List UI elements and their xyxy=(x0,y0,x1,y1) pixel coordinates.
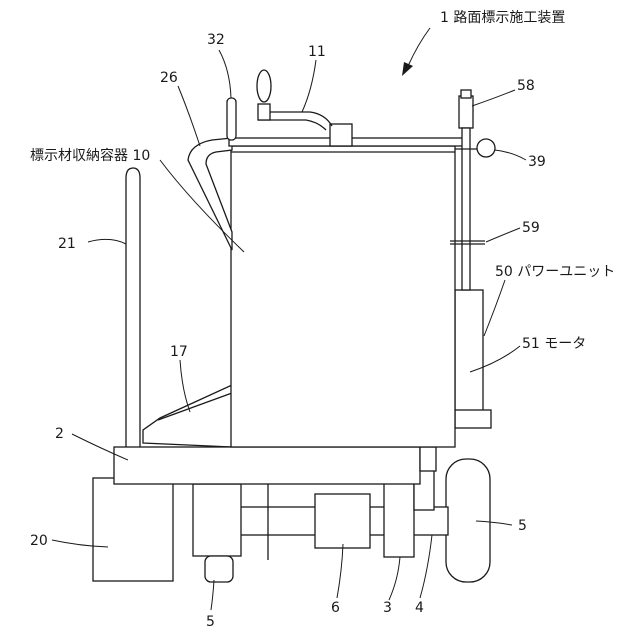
box-20 xyxy=(93,478,173,581)
label-6: 6 xyxy=(331,600,340,616)
label-container-10: 標示材収納容器 10 xyxy=(30,147,150,164)
label-39: 39 xyxy=(528,154,546,170)
knob-39 xyxy=(477,139,495,157)
label-4: 4 xyxy=(415,600,424,616)
crank-knob xyxy=(257,70,271,102)
handle-21 xyxy=(126,168,140,447)
label-32: 32 xyxy=(207,32,225,48)
label-motor-51: 51 モータ xyxy=(522,336,586,352)
leader-5-bottom xyxy=(211,580,214,610)
column-shaft xyxy=(462,128,470,290)
leader-21 xyxy=(88,239,126,244)
leader-6 xyxy=(337,544,343,598)
leader-39 xyxy=(495,150,526,160)
leader-58 xyxy=(472,90,515,106)
frame-2 xyxy=(114,447,420,484)
device-leader xyxy=(408,28,430,66)
motor-base xyxy=(455,410,491,428)
chute-17 xyxy=(143,385,232,447)
power-unit-50 xyxy=(455,290,483,412)
label-21: 21 xyxy=(58,236,76,252)
caster-mount xyxy=(193,484,241,556)
label-11: 11 xyxy=(308,44,326,60)
container-10 xyxy=(231,146,455,447)
label-5-bottom: 5 xyxy=(206,614,215,630)
label-2: 2 xyxy=(55,426,64,442)
column-58 xyxy=(459,96,473,128)
leader-59 xyxy=(486,228,520,242)
column-58-cap xyxy=(461,90,471,98)
lever-32 xyxy=(227,98,236,140)
front-caster xyxy=(205,556,233,582)
label-58: 58 xyxy=(517,78,535,94)
frame-bracket xyxy=(420,447,436,471)
label-59: 59 xyxy=(522,220,540,236)
device-arrowhead xyxy=(402,62,413,76)
leader-26 xyxy=(178,86,200,146)
label-device: 1 路面標示施工装置 xyxy=(440,10,565,26)
crank-hub xyxy=(330,124,352,146)
leader-3 xyxy=(389,557,400,600)
part-3 xyxy=(384,479,414,557)
label-20: 20 xyxy=(30,533,48,549)
label-3: 3 xyxy=(383,600,392,616)
block-6 xyxy=(315,494,370,548)
label-power-unit-50: 50 パワーユニット xyxy=(495,264,615,280)
crank-grip-base xyxy=(258,104,270,120)
leader-17 xyxy=(180,360,190,412)
leader-4 xyxy=(420,535,432,598)
label-26: 26 xyxy=(160,70,178,86)
leader-50 xyxy=(484,280,505,336)
label-5-right: 5 xyxy=(518,518,527,534)
leader-11 xyxy=(302,60,316,112)
label-17: 17 xyxy=(170,344,188,360)
rear-wheel xyxy=(446,459,490,582)
leader-32 xyxy=(219,50,231,98)
